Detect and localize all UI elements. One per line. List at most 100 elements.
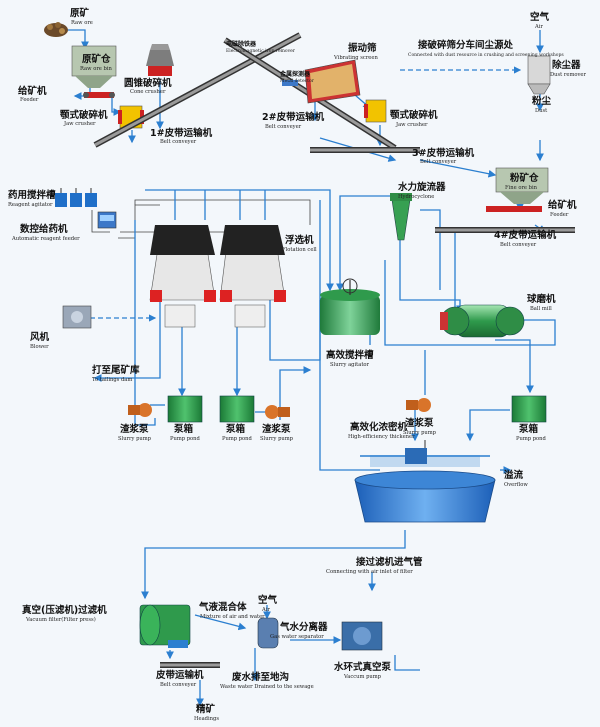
label-belt-conveyor-3-en: Belt conveyer (420, 159, 457, 165)
label-slurry-agitator-en: Slurry agitator (330, 362, 370, 368)
pump-pond-3 (511, 395, 547, 423)
label-dust-remover: 除尘器 (552, 59, 581, 71)
pump-pond-1 (167, 395, 203, 423)
label-gas-separator-en: Gas water separator (270, 634, 324, 640)
label-belt-conveyor-4: 4#皮带运输机 (494, 229, 557, 241)
label-belt-conveyor-3: 3#皮带运输机 (412, 147, 475, 159)
slurry-pump-3 (406, 398, 431, 412)
label-blower-en: Blower (30, 344, 49, 350)
label-cone-crusher-en: Cone crusher (130, 89, 166, 95)
label-pump-pond-2: 泵箱 (225, 423, 246, 435)
label-filter-inlet-en: Connecting with air inlet of filter (326, 569, 413, 575)
label-tailings-dam: 打至尾矿库 (92, 364, 140, 376)
label-slurry-pump-3-en: Slurry pump (403, 430, 437, 436)
label-vibrating-screen-en: Vibrating screen (333, 55, 378, 61)
label-air-1-en: Air (534, 24, 543, 30)
label-ball-mill: 球磨机 (527, 293, 556, 305)
label-slurry-pump-2-en: Slurry pump (260, 436, 294, 442)
label-tailings-dam-en: To tailings dam (92, 377, 132, 383)
label-dust-source: 接破碎筛分车间尘源处 (418, 39, 514, 51)
label-flotation-cell-en: Flotation cell (282, 247, 317, 253)
jaw-crusher-2 (364, 99, 387, 123)
label-feeder-1: 给矿机 (18, 85, 47, 97)
label-belt-conveyor-2: 2#皮带运输机 (262, 111, 325, 123)
label-pump-pond-3: 泵箱 (518, 423, 539, 435)
label-feeder-1-en: Feeder (20, 97, 39, 103)
labels: 原矿 Raw ore 原矿仓 Raw ore bin 给矿机 Feeder 颚式… (8, 7, 586, 722)
label-vacuum-filter-en: Vacuum filter(Filter press) (25, 616, 96, 623)
label-vacuum-pump-en: Vaccum pump (343, 674, 382, 680)
label-belt-conveyor-5-en: Belt conveyer (160, 682, 197, 688)
belt-conveyor-1 (93, 32, 302, 148)
pump-pond-2 (219, 395, 255, 423)
label-fine-ore-bin: 粉矿仓 (510, 172, 539, 184)
label-raw-ore-bin-en: Raw ore bin (80, 66, 113, 72)
label-jaw-crusher-1: 颚式破碎机 (60, 109, 108, 121)
label-raw-ore: 原矿 (70, 7, 90, 19)
label-ball-mill-en: Ball mill (530, 306, 552, 312)
label-dust: 粉尘 (532, 95, 552, 107)
label-feeder-2: 给矿机 (548, 199, 577, 211)
vibrating-screen (304, 59, 361, 104)
label-reagent-agitator-en: Reagent agitator (8, 202, 53, 208)
label-concentrate: 精矿 (196, 703, 216, 715)
label-raw-ore-en: Raw ore (71, 20, 93, 26)
label-flotation-cell: 浮选机 (285, 234, 314, 246)
label-reagent-feeder: 数控给药机 (19, 223, 68, 235)
vacuum-filter (139, 604, 191, 648)
label-reagent-feeder-en: Automatic reagent feeder (11, 236, 80, 242)
label-feeder-2-en: Feeder (550, 212, 569, 218)
label-slurry-pump-1: 渣浆泵 (120, 423, 149, 435)
label-belt-conveyor-2-en: Belt conveyer (265, 124, 302, 130)
flotation-cell-1 (149, 225, 216, 328)
label-jaw-crusher-2: 颚式破碎机 (390, 109, 438, 121)
label-belt-conveyor-1-en: Belt conveyer (160, 139, 197, 145)
label-dust-en: Dust (535, 108, 548, 114)
label-air-2-en: Air (261, 607, 270, 613)
label-thickener: 高效化浓密机 (350, 421, 408, 433)
label-jaw-crusher-1-en: Jaw crusher (63, 121, 96, 127)
gas-water-separator (257, 617, 279, 649)
label-overflow-en: Overflow (504, 482, 528, 488)
thickener (354, 440, 496, 523)
label-pump-pond-2-en: Pump pond (222, 436, 253, 442)
raw-ore-bin (71, 45, 117, 88)
label-filter-inlet: 接过滤机进气管 (356, 556, 423, 568)
label-cone-crusher: 圆锥破碎机 (124, 77, 172, 89)
label-blower: 风机 (30, 331, 50, 343)
label-waste-water: 废水排至地沟 (232, 671, 289, 683)
label-slurry-agitator: 高效搅拌槽 (326, 349, 374, 361)
label-gas-mixture-en: Mixture of air and water (200, 614, 265, 620)
label-electromagnetic-remover: 电磁除铁器 (226, 40, 257, 48)
cone-crusher (146, 44, 174, 76)
label-pump-pond-1-en: Pump pond (170, 436, 201, 442)
label-overflow: 溢流 (504, 469, 524, 481)
label-air-2: 空气 (258, 594, 278, 606)
vacuum-pump (341, 621, 383, 651)
label-dust-source-en: Connected with dust resource in crushing… (408, 52, 564, 58)
blower (62, 305, 92, 329)
label-slurry-pump-2: 渣浆泵 (262, 423, 291, 435)
slurry-agitator (320, 278, 380, 335)
flow-lines (55, 29, 556, 707)
label-belt-conveyor-1: 1#皮带运输机 (150, 127, 213, 139)
feeder-1 (83, 92, 115, 98)
label-gas-mixture: 气液混合体 (198, 601, 247, 613)
dust-remover (527, 55, 551, 95)
hydrocyclone (390, 193, 412, 241)
label-hydrocyclone-en: Hydrocyclone (398, 194, 434, 200)
label-slurry-pump-1-en: Slurry pump (118, 436, 152, 442)
label-jaw-crusher-2-en: Jaw crusher (395, 122, 428, 128)
slurry-pump-2 (265, 405, 290, 419)
label-fine-ore-bin-en: Fine ore bin (505, 185, 538, 191)
label-raw-ore-bin: 原矿仓 (82, 53, 111, 65)
reagent-feeder (97, 211, 117, 229)
label-hydrocyclone: 水力旋流器 (398, 181, 446, 193)
label-vacuum-filter: 真空(压滤机)过滤机 (22, 604, 107, 616)
label-concentrate-en: Headings (194, 716, 219, 722)
reagent-agitator (55, 188, 97, 207)
ball-mill (440, 304, 525, 338)
label-dust-remover-en: Dust remover (550, 72, 586, 78)
label-waste-water-en: Waste water Drained to the sewage (220, 684, 314, 690)
